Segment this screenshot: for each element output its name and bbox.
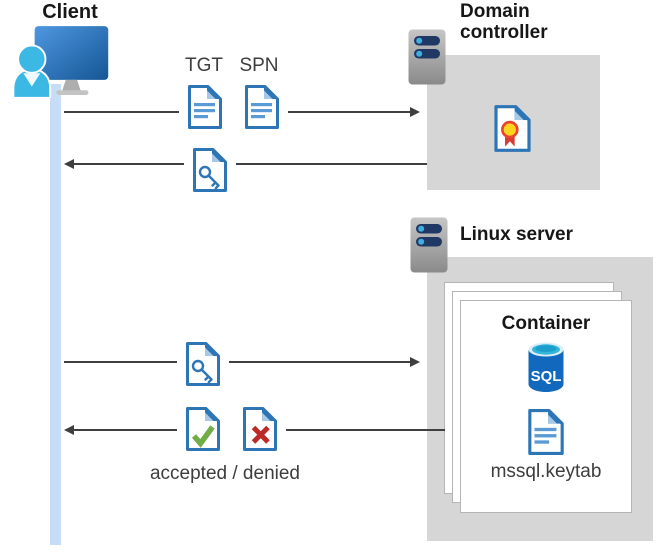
linux-server-title: Linux server xyxy=(460,224,573,245)
server-icon xyxy=(409,216,449,274)
key-document-icon xyxy=(192,147,228,193)
container-title: Container xyxy=(501,313,591,334)
keytab-filename: mssql.keytab xyxy=(490,461,602,482)
domain-controller-title: Domain controller xyxy=(460,1,548,43)
tgt-label: TGT xyxy=(185,55,223,76)
client-title: Client xyxy=(42,1,98,23)
client-workstation-icon xyxy=(12,26,109,98)
key-document-icon xyxy=(185,341,221,387)
arrowhead-left-icon xyxy=(64,159,74,169)
arrowhead-right-icon xyxy=(410,357,420,367)
accepted-denied-caption: accepted / denied xyxy=(149,463,300,484)
accepted-denied-icons xyxy=(177,406,286,452)
spn-document-icon xyxy=(244,84,280,130)
server-icon xyxy=(407,28,447,86)
client-lifeline xyxy=(50,84,61,545)
ticket-response-icon xyxy=(184,147,236,193)
ticket-presentation-icon xyxy=(177,341,229,387)
arrowhead-right-icon xyxy=(410,107,420,117)
tgt-document-icon xyxy=(187,84,223,130)
arrow-domain-controller-to-client xyxy=(64,159,427,169)
denied-document-icon xyxy=(242,406,278,452)
arrow-client-to-container xyxy=(64,357,420,367)
certificate-document-icon xyxy=(492,104,533,153)
spn-label: SPN xyxy=(239,55,279,76)
keytab-document-icon xyxy=(527,408,565,456)
container-card: Container SQL mssql.keytab xyxy=(460,300,632,513)
sql-icon-label: SQL xyxy=(531,368,562,385)
tgt-spn-request-icons xyxy=(179,84,288,130)
accepted-document-icon xyxy=(185,406,221,452)
arrowhead-left-icon xyxy=(64,425,74,435)
sql-database-icon: SQL xyxy=(528,342,564,392)
